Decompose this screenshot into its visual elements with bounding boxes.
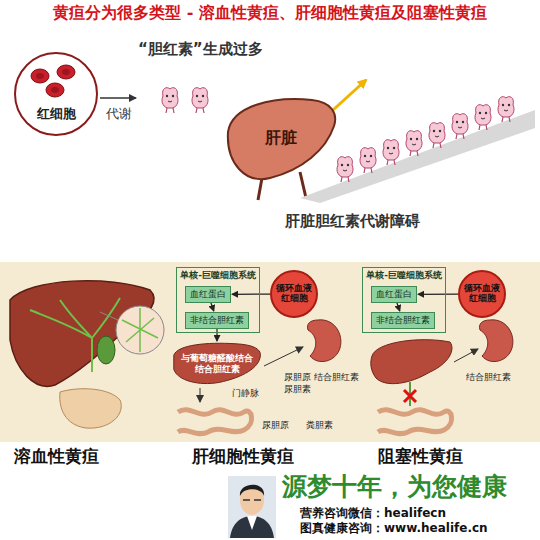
cell-circle: 红细胞	[14, 52, 98, 136]
intestine	[178, 410, 252, 434]
bilirubin-figure	[429, 123, 445, 148]
red-cells	[31, 65, 75, 97]
bilirubin-figure	[498, 97, 514, 122]
green-box: 非结合胆红素	[185, 312, 249, 329]
bilirubin-figure	[383, 140, 399, 165]
contact-line: 图真健康咨询：www.healife.cn	[300, 521, 488, 535]
panel-caption: 溶血性黄疸	[14, 446, 99, 466]
node-label: 肝脏	[265, 128, 297, 147]
panel-ground	[0, 262, 540, 442]
bilirubin-figure	[337, 157, 353, 182]
duodenum	[60, 389, 121, 428]
blood-circle: 循环血液红细胞	[270, 270, 318, 318]
metabolism-arrow	[100, 97, 136, 99]
bilirubin-figure	[406, 131, 422, 156]
magnified-ducts	[122, 308, 158, 352]
portrait-hair	[240, 485, 264, 496]
part-label: 门静脉	[232, 388, 259, 399]
system-box: 单核-巨噬细胞系统血红蛋白非结合胆红素	[176, 267, 260, 333]
bilirubin-figure	[192, 88, 208, 113]
blockage-cross	[404, 390, 416, 402]
kidney	[479, 320, 512, 362]
liver: 肝脏	[222, 92, 340, 184]
flow-arrow	[264, 347, 303, 366]
callout-text: 肝脏胆红素代谢障碍	[285, 212, 420, 230]
flow-arrow	[200, 388, 201, 402]
part-label: 尿胆原	[262, 420, 289, 431]
bile-ducts	[30, 298, 120, 372]
liver-small: 与葡萄糖醛酸结合结合胆红素	[172, 342, 262, 386]
panel-caption: 阻塞性黄疸	[378, 446, 463, 466]
gallbladder	[97, 336, 115, 364]
box-heading: 单核-巨噬细胞系统	[180, 270, 256, 281]
bilirubin-figure	[162, 88, 178, 113]
liver-shape	[228, 99, 335, 179]
node-label: 结合胆红素	[195, 364, 240, 375]
red-cell-core	[51, 87, 59, 93]
red-cell	[57, 65, 75, 79]
node-label: 血红蛋白	[376, 289, 412, 300]
flow-connector	[232, 294, 270, 295]
slogan: 源梦十年，为您健康	[282, 472, 507, 502]
flow-arrow	[454, 349, 478, 362]
flow-connector	[216, 329, 217, 341]
portrait-face	[240, 485, 264, 515]
part-label: 结合胆红素	[314, 372, 359, 383]
portrait-glasses	[243, 499, 261, 501]
red-cell	[46, 83, 64, 97]
node-label: 非结合胆红素	[376, 315, 430, 326]
green-box: 血红蛋白	[371, 286, 417, 303]
blood-circle: 循环血液红细胞	[458, 270, 506, 318]
box-heading: 单核-巨噬细胞系统	[366, 270, 442, 281]
green-box: 非结合胆红素	[371, 312, 435, 329]
part-label: 结合胆红素	[466, 372, 511, 383]
panel-caption: 肝细胞性黄疸	[192, 446, 294, 466]
system-box: 单核-巨噬细胞系统血红蛋白非结合胆红素	[362, 267, 446, 333]
magnify-leader	[100, 312, 118, 320]
bilirubin-figure	[360, 148, 376, 173]
green-box: 血红蛋白	[185, 286, 231, 303]
node-label: 循环血液红细胞	[276, 284, 312, 304]
portrait-suit	[230, 516, 274, 538]
node-label: 非结合胆红素	[190, 315, 244, 326]
node-label: 红细胞	[37, 106, 76, 122]
page-title: 黄疸分为很多类型 - 溶血性黄疸、肝细胞性黄疸及阻塞性黄疸	[0, 3, 540, 22]
portrait-shirt	[247, 516, 257, 530]
magnified-view	[116, 306, 164, 354]
bilirubin-figure	[475, 105, 491, 130]
contact-line: 营养咨询微信：healifecn	[300, 506, 446, 520]
node-label: 血红蛋白	[190, 289, 226, 300]
red-cell-core	[62, 69, 70, 75]
liver-shape	[174, 343, 261, 383]
callout-text: “胆红素”生成过多	[138, 40, 263, 58]
part-label: 尿胆素	[284, 384, 311, 395]
portrait-ground	[228, 476, 276, 538]
flow-connector	[211, 303, 214, 311]
intestine	[378, 410, 452, 434]
node-label: 与葡萄糖醛酸结合	[181, 353, 253, 364]
bilirubin-figure	[452, 114, 468, 139]
red-cell-core	[36, 73, 44, 79]
part-label: 尿胆原	[284, 372, 311, 383]
flow-connector	[397, 303, 400, 311]
arrow-label: 代谢	[106, 106, 132, 122]
red-cell	[31, 69, 49, 83]
part-label: 粪胆素	[306, 420, 333, 431]
liver-obstructed	[371, 340, 452, 384]
kidney	[307, 320, 340, 362]
node-label: 循环血液红细胞	[464, 284, 500, 304]
flow-connector	[418, 294, 458, 295]
